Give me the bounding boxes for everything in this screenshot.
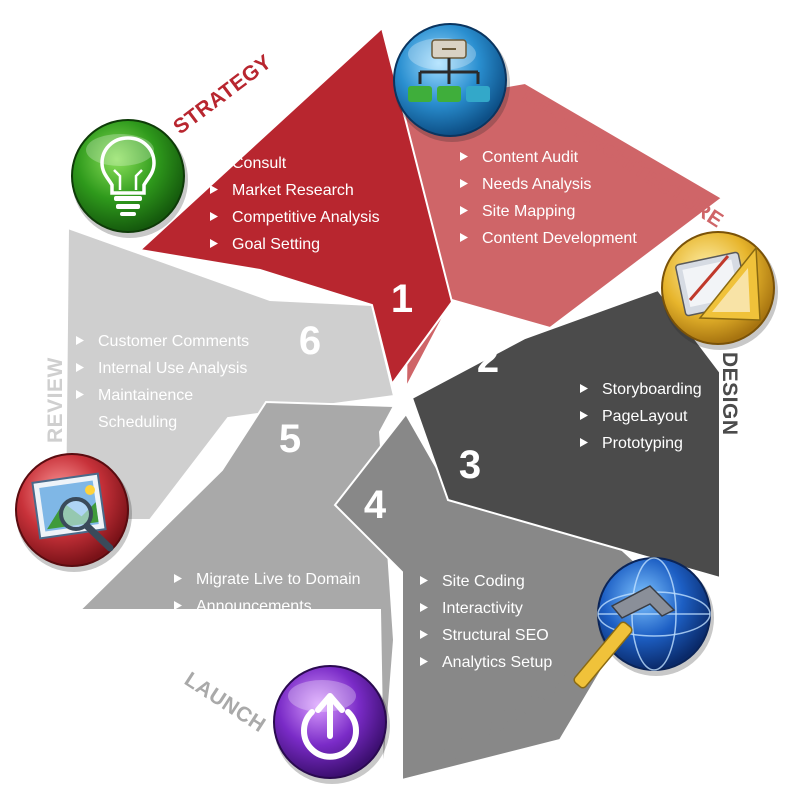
segment-3-design (410, 288, 721, 580)
sitemap-icon (393, 23, 510, 142)
step-2-number: 2 (477, 337, 499, 381)
list-item: Analytics Setup (442, 654, 552, 671)
bullet-icon (76, 336, 84, 345)
list-item: Prototyping (602, 435, 683, 452)
list-item: Market Research (232, 182, 354, 199)
list-item: Promotion (196, 625, 269, 642)
bullet-icon (580, 438, 588, 447)
list-item: Needs Analysis (482, 176, 591, 193)
segment-6-review (63, 226, 396, 521)
magnifier-picture-icon (15, 453, 132, 572)
list-item: Competitive Analysis (232, 209, 380, 226)
bullet-icon (210, 239, 218, 248)
bullet-icon (76, 390, 84, 399)
bullet-icon (460, 152, 468, 161)
lightbulb-icon (71, 119, 188, 238)
bullet-icon (460, 233, 468, 242)
bullet-icon (76, 363, 84, 372)
bullet-icon (174, 601, 182, 610)
list-item: Announcements (196, 598, 312, 615)
step-1-number: 1 (391, 277, 413, 321)
bullet-icon (460, 179, 468, 188)
bullet-icon (460, 206, 468, 215)
step-3-number: 3 (459, 443, 481, 487)
bullet-icon (420, 630, 428, 639)
bullet-icon (420, 657, 428, 666)
list-item: Site Coding (442, 573, 525, 590)
bullet-icon (580, 411, 588, 420)
bullet-icon (420, 576, 428, 585)
list-item: Consult (232, 155, 287, 172)
list-item: Interactivity (442, 600, 523, 617)
bullet-icon (210, 158, 218, 167)
step-5-number: 5 (279, 417, 301, 461)
drafting-icon (661, 231, 778, 350)
bullet-icon (174, 628, 182, 637)
power-upload-icon (273, 665, 390, 784)
list-item: Maintainence (98, 387, 193, 404)
list-item: Storyboarding (602, 381, 702, 398)
list-item: Content Audit (482, 149, 579, 166)
bullet-icon (174, 574, 182, 583)
step-4-number: 4 (364, 483, 387, 527)
list-item: Goal Setting (232, 236, 320, 253)
list-item: Content Development (482, 230, 637, 247)
bullet-icon (210, 185, 218, 194)
list-item: Structural SEO (442, 627, 549, 644)
step-6-title: REVIEW (44, 357, 67, 443)
list-item: Migrate Live to Domain (196, 571, 361, 588)
list-item: Scheduling (98, 414, 177, 431)
list-item: Site Mapping (482, 203, 575, 220)
step-3-title: DESIGN (718, 352, 741, 436)
list-item: Internal Use Analysis (98, 360, 247, 377)
step-5-title: LAUNCH (180, 668, 269, 737)
segment-1-strategy (137, 26, 454, 387)
step-1-title: STRATEGY (169, 50, 276, 139)
hammer-icon (573, 557, 714, 689)
bullet-icon (210, 212, 218, 221)
list-item: PageLayout (602, 408, 688, 425)
list-item: Customer Comments (98, 333, 249, 350)
step-6-number: 6 (299, 319, 321, 363)
step-5-item-list: Migrate Live to DomainAnnouncementsPromo… (174, 571, 361, 642)
bullet-icon (580, 384, 588, 393)
bullet-icon (420, 603, 428, 612)
